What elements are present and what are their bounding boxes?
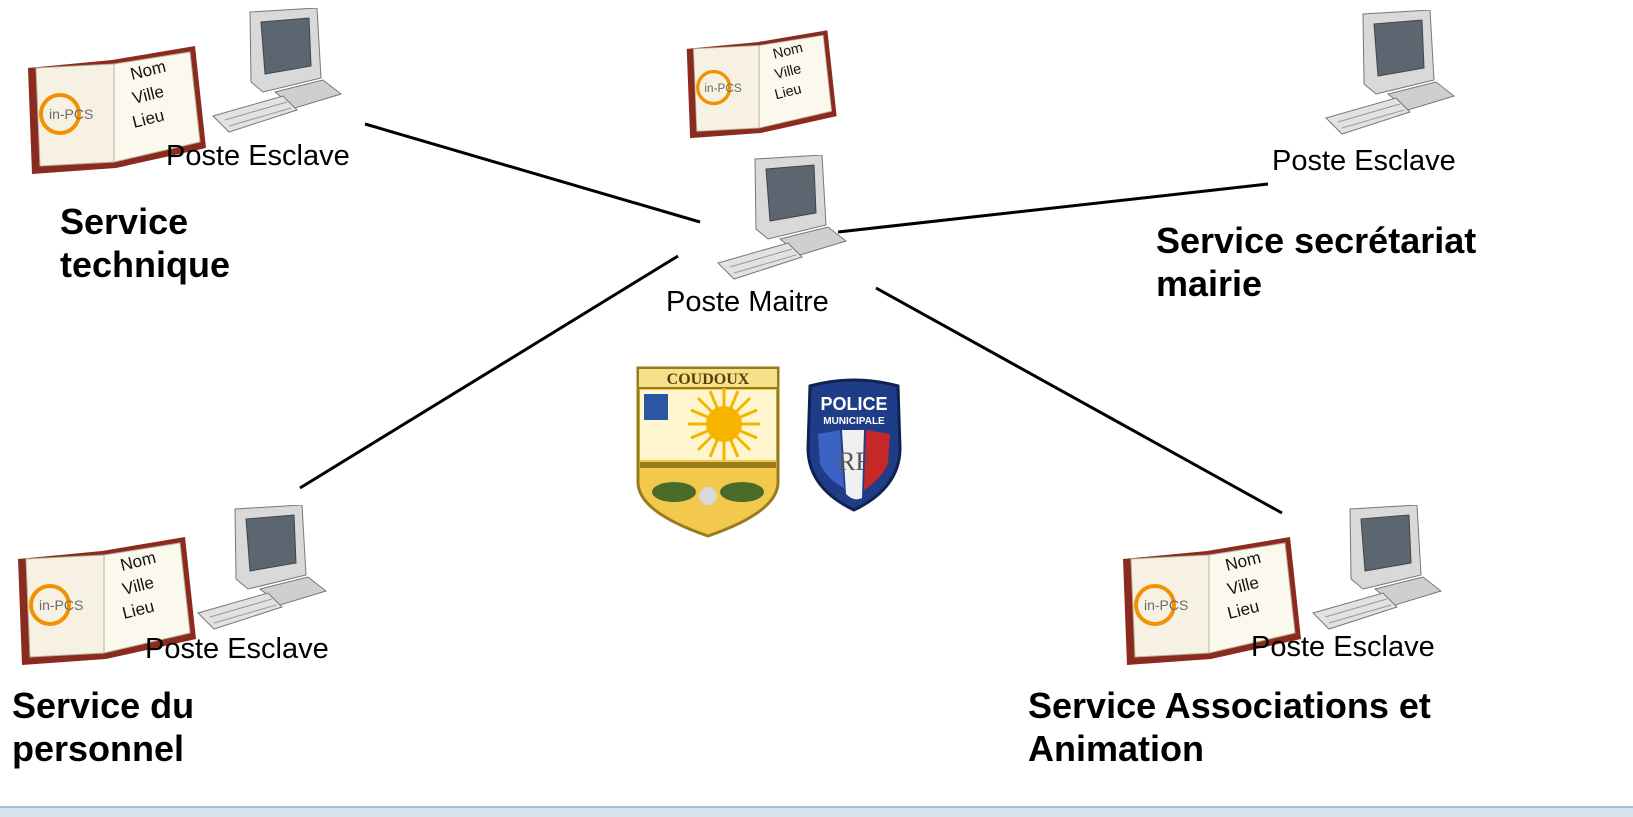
node-top-left: in-PCS Nom Ville Lieu Poste Esclave [20,8,400,188]
police-badge: POLICE MUNICIPALE RF [806,378,902,512]
slide-bottom-bar [0,806,1633,817]
book-logo: in-PCS [39,597,83,613]
service-title-secretariat: Service secrétariat mairie [1156,220,1477,304]
link-top-left [364,122,701,224]
node-caption: Poste Esclave [166,140,350,172]
crest-title: COUDOUX [667,371,750,388]
police-line1: POLICE [820,394,887,414]
link-top-right [837,182,1269,234]
book-icon: in-PCS Nom Ville Lieu [686,30,837,139]
book-icon: in-PCS Nom Ville Lieu [1123,537,1301,665]
service-title-associations: Service Associations et Animation [1028,685,1431,769]
computer-icon [717,155,848,280]
service-title-personnel: Service du personnel [12,685,195,769]
node-bottom-left: in-PCS Nom Ville Lieu Poste Esclave [10,505,390,675]
coudoux-crest: COUDOUX [636,366,780,538]
book-logo: in-PCS [704,82,741,95]
node-master: in-PCS Nom Ville Lieu Poste Maitre [666,20,920,320]
node-bottom-right: in-PCS Nom Ville Lieu Poste Esclave [1115,505,1495,675]
computer-icon [197,505,328,630]
police-line2: MUNICIPALE [823,416,885,427]
book-icon: in-PCS Nom Ville Lieu [28,46,206,174]
link-bottom-left [299,254,679,490]
police-initials: RF [838,447,870,476]
node-caption: Poste Esclave [1251,631,1435,663]
computer-icon [1312,505,1443,630]
book-field-nom: Nom [771,40,804,63]
book-logo: in-PCS [1144,597,1188,613]
node-caption-top-right: Poste Esclave [1272,145,1456,177]
node-caption: Poste Esclave [145,633,329,665]
book-field-lieu: Lieu [773,81,803,103]
link-bottom-right [875,286,1283,515]
computer-icon [212,8,343,133]
book-logo: in-PCS [49,106,93,122]
node-caption: Poste Maitre [666,286,829,318]
book-icon: in-PCS Nom Ville Lieu [18,537,196,665]
service-title-technique: Service technique [60,201,231,285]
computer-icon [1325,10,1456,135]
book-field-ville: Ville [773,61,803,83]
